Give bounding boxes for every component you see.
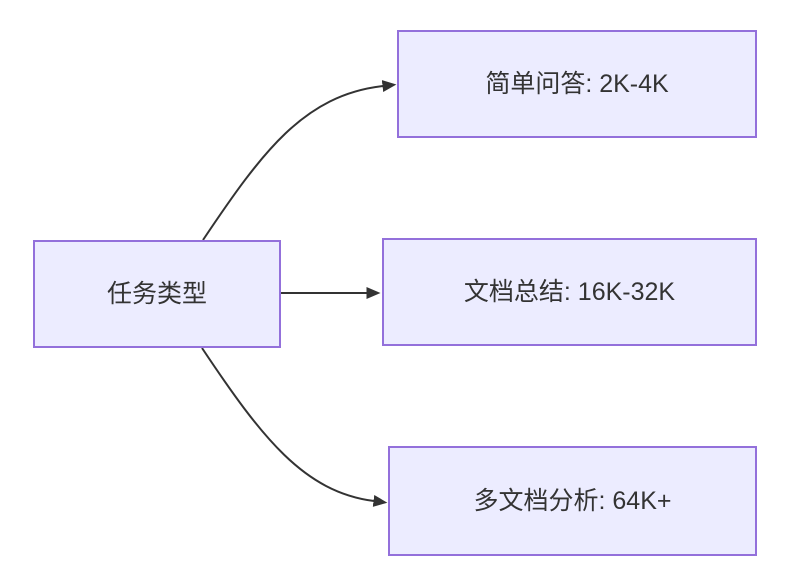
edge-task-type-to-simple-qa [202,80,397,241]
node-doc-summary: 文档总结: 16K-32K [382,238,757,346]
node-multi-doc-analysis-label: 多文档分析: 64K+ [473,487,672,515]
node-multi-doc-analysis: 多文档分析: 64K+ [388,446,757,556]
node-simple-qa: 简单问答: 2K-4K [397,30,757,138]
node-task-type-label: 任务类型 [106,280,207,308]
node-simple-qa-label: 简单问答: 2K-4K [485,70,669,98]
edge-task-type-to-multi-doc-analysis [201,347,388,507]
node-task-type: 任务类型 [33,240,281,348]
node-doc-summary-label: 文档总结: 16K-32K [463,278,676,306]
